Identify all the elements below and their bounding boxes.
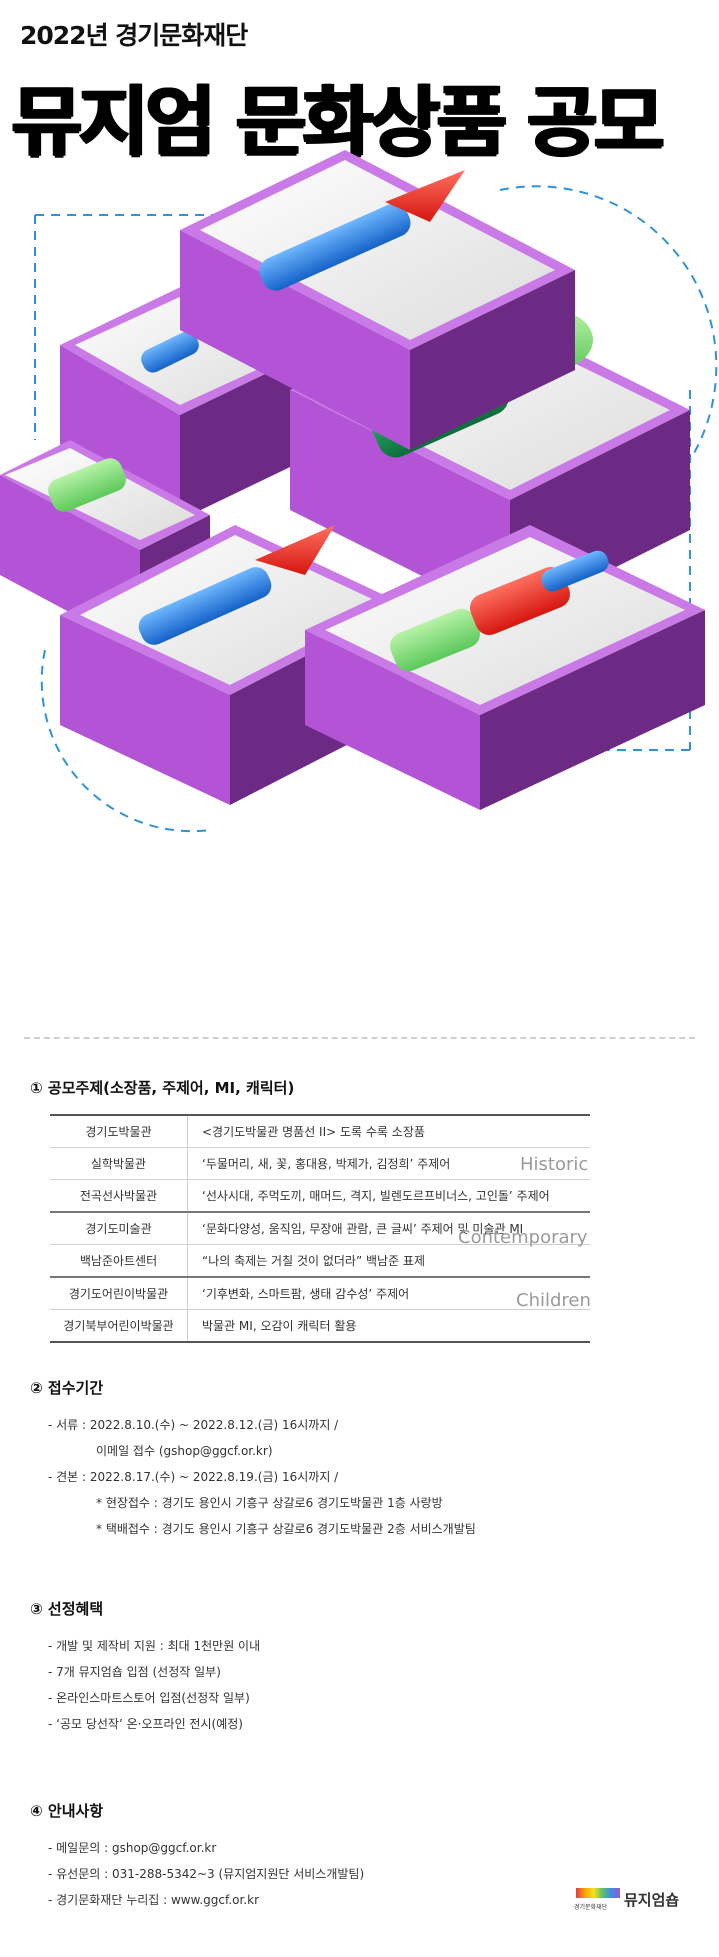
table-row: 경기북부어린이박물관 박물관 MI, 오감이 캐릭터 활용 xyxy=(50,1309,590,1343)
benefit-line: - 온라인스마트스토어 입점(선정작 일부) xyxy=(48,1691,250,1705)
section-divider xyxy=(24,1037,695,1039)
table-row: 백남준아트센터 “나의 축제는 거칠 것이 없더라” 백남준 표제 xyxy=(50,1244,590,1278)
email-contact-line[interactable]: - 메일문의 : gshop@ggcf.or.kr xyxy=(48,1841,217,1855)
table-row: 경기도미술관 ‘문화다양성, 움직임, 무장애 관람, 큰 글씨’ 주제어 및 … xyxy=(50,1212,590,1245)
org-cell: 경기도박물관 xyxy=(50,1114,188,1148)
period-docs-line: - 서류 : 2022.8.10.(수) ~ 2022.8.12.(금) 16시… xyxy=(48,1418,339,1432)
page-subtitle: 2022년 경기문화재단 xyxy=(20,21,248,50)
table-row: 실학박물관 ‘두물머리, 새, 꽃, 홍대용, 박제가, 김정희’ 주제어 xyxy=(50,1147,590,1180)
block-top xyxy=(180,150,575,450)
delivery-line: * 택배접수 : 경기도 용인시 기흥구 상갈로6 경기도박물관 2층 서비스개… xyxy=(96,1522,476,1536)
org-cell: 실학박물관 xyxy=(50,1147,188,1180)
section1-heading: ① 공모주제(소장품, 주제어, MI, 캐릭터) xyxy=(30,1079,295,1097)
desc-cell: ‘두물머리, 새, 꽃, 홍대용, 박제가, 김정희’ 주제어 xyxy=(187,1147,590,1180)
tag-historic: Historic xyxy=(520,1154,589,1175)
table-row: 경기도박물관 <경기도박물관 명품선 II> 도록 수록 소장품 xyxy=(50,1114,590,1148)
hero-illustration xyxy=(0,150,718,833)
section4-heading: ④ 안내사항 xyxy=(30,1802,104,1820)
logo-name-text: 뮤지엄숍 xyxy=(624,1891,680,1909)
org-cell: 전곡선사박물관 xyxy=(50,1179,188,1213)
org-cell: 경기도미술관 xyxy=(50,1212,188,1245)
tag-children: Children xyxy=(516,1290,591,1311)
desc-cell: ‘기후변화, 스마트팜, 생태 감수성’ 주제어 xyxy=(187,1277,590,1310)
table-row: 경기도어린이박물관 ‘기후변화, 스마트팜, 생태 감수성’ 주제어 xyxy=(50,1277,590,1310)
phone-contact-line: - 유선문의 : 031-288-5342~3 (뮤지엄지원단 서비스개발팀) xyxy=(48,1867,365,1881)
org-cell: 경기북부어린이박물관 xyxy=(50,1309,188,1343)
block-bottom-right xyxy=(305,525,705,810)
period-email-line: 이메일 접수 (gshop@ggcf.or.kr) xyxy=(96,1444,273,1458)
logo-color-bar xyxy=(576,1888,620,1898)
section2-heading: ② 접수기간 xyxy=(30,1379,104,1397)
org-cell: 경기도어린이박물관 xyxy=(50,1277,188,1310)
benefit-line: - 개발 및 제작비 지원 : 최대 1천만원 이내 xyxy=(48,1639,261,1653)
website-line[interactable]: - 경기문화재단 누리집 : www.ggcf.or.kr xyxy=(48,1893,260,1907)
section3-heading: ③ 선정혜택 xyxy=(30,1600,104,1618)
tag-contemporary: Contemporary xyxy=(458,1227,588,1248)
desc-cell: 박물관 MI, 오감이 캐릭터 활용 xyxy=(187,1309,590,1343)
desc-cell: “나의 축제는 거칠 것이 없더라” 백남준 표제 xyxy=(187,1244,590,1278)
block-bottom-left xyxy=(60,525,405,805)
museum-shop-logo: 경기문화재단 뮤지엄숍 xyxy=(572,1883,687,1913)
period-sample-line: - 견본 : 2022.8.17.(수) ~ 2022.8.19.(금) 16시… xyxy=(48,1470,339,1484)
page-title: 뮤지엄 문화상품 공모 xyxy=(12,77,664,166)
benefit-line: - ‘공모 당선작’ 온·오프라인 전시(예정) xyxy=(48,1717,243,1731)
desc-cell: ‘문화다양성, 움직임, 무장애 관람, 큰 글씨’ 주제어 및 미술관 MI xyxy=(187,1212,590,1245)
table-row: 전곡선사박물관 ‘선사시대, 주먹도끼, 매머드, 격지, 빌렌도르프비너스, … xyxy=(50,1179,590,1213)
org-cell: 백남준아트센터 xyxy=(50,1244,188,1278)
desc-cell: <경기도박물관 명품선 II> 도록 수록 소장품 xyxy=(187,1114,590,1148)
desc-cell: ‘선사시대, 주먹도끼, 매머드, 격지, 빌렌도르프비너스, 고인돌’ 주제어 xyxy=(187,1179,590,1213)
topics-table: 경기도박물관 <경기도박물관 명품선 II> 도록 수록 소장품 실학박물관 ‘… xyxy=(50,1114,590,1343)
onsite-line: * 현장접수 : 경기도 용인시 기흥구 상갈로6 경기도박물관 1층 사랑방 xyxy=(96,1496,443,1510)
logo-org-text: 경기문화재단 xyxy=(574,1904,608,1911)
benefit-line: - 7개 뮤지엄숍 입점 (선정작 일부) xyxy=(48,1665,221,1679)
